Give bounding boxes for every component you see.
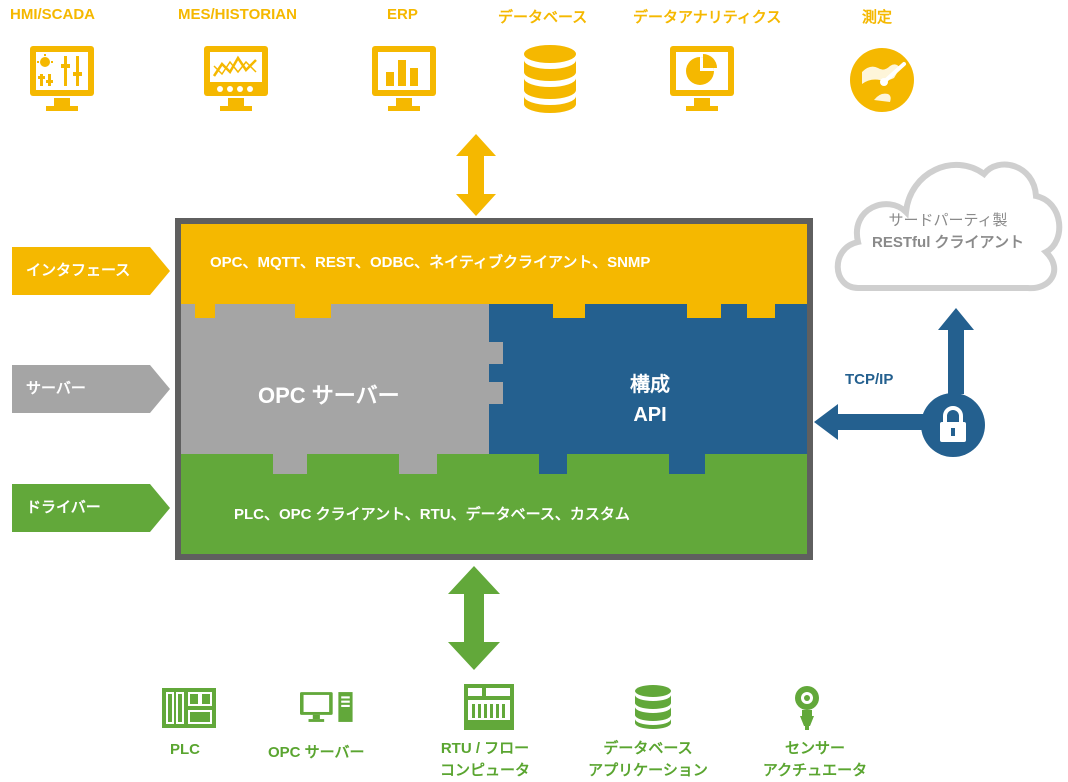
bottom-label-sensor: センサー アクチュエータ — [750, 738, 880, 782]
top-label-measurement: 測定 — [862, 9, 893, 26]
green-double-arrow-icon — [448, 566, 500, 670]
data-analytics-monitor-icon — [670, 46, 734, 111]
top-label-data-analytics: データアナリティクス — [633, 9, 782, 26]
cloud-client-text: サードパーティ製 RESTful クライアント — [858, 210, 1038, 254]
bottom-label-database-app: データベース アプリケーション — [578, 738, 718, 782]
config-api-title: 構成 API — [600, 370, 700, 430]
top-label-database: データベース — [498, 9, 588, 26]
plc-icon — [162, 688, 216, 728]
bottom-label-sensor-line1: センサー — [784, 740, 845, 757]
top-label-hmi-scada: HMI/SCADA — [10, 6, 95, 23]
opc-server-title: OPC サーバー — [258, 383, 400, 408]
bottom-label-rtu: RTU / フロー コンピュータ — [430, 738, 540, 782]
bottom-label-rtu-line1: RTU / フロー — [440, 740, 530, 757]
opc-server-computer-icon — [300, 692, 353, 722]
side-tag-server: サーバー — [12, 365, 172, 413]
top-label-mes-historian: MES/HISTORIAN — [178, 6, 297, 23]
bottom-label-sensor-line2: アクチュエータ — [762, 762, 868, 779]
architecture-puzzle-box — [175, 218, 813, 560]
cloud-line1: サードパーティ製 — [888, 212, 1008, 229]
erp-monitor-icon — [372, 46, 436, 111]
interface-band — [181, 224, 807, 318]
database-icon — [524, 45, 576, 113]
database-application-icon — [635, 685, 671, 729]
tcp-ip-label: TCP/IP — [845, 371, 894, 388]
side-tag-driver-label: ドライバー — [26, 499, 101, 516]
side-tag-server-label: サーバー — [26, 380, 86, 397]
driver-band — [181, 454, 807, 554]
driver-sources-text: PLC、OPC クライアント、RTU、データベース、カスタム — [234, 506, 630, 523]
hmi-scada-monitor-icon — [30, 46, 94, 111]
server-block — [181, 304, 503, 474]
bottom-label-opc-server: OPC サーバー — [268, 744, 365, 761]
side-tag-interface: インタフェース — [12, 247, 172, 295]
bottom-label-rtu-line2: コンピュータ — [439, 762, 530, 779]
cloud-line2: RESTful クライアント — [872, 234, 1024, 251]
top-label-erp: ERP — [387, 6, 418, 23]
bottom-label-database-app-line1: データベース — [603, 740, 693, 757]
side-tag-driver: ドライバー — [12, 484, 172, 532]
mes-historian-monitor-icon — [204, 46, 268, 111]
bottom-label-plc: PLC — [170, 741, 200, 758]
config-api-line2: API — [633, 404, 667, 426]
config-api-block — [489, 304, 807, 474]
blue-left-arrow-icon — [814, 404, 926, 440]
blue-up-arrow-icon — [938, 308, 974, 394]
yellow-double-arrow-icon — [456, 134, 496, 216]
sensor-actuator-icon — [795, 686, 819, 730]
measurement-globe-icon — [850, 48, 914, 112]
side-tag-interface-label: インタフェース — [26, 262, 131, 279]
bottom-label-database-app-line2: アプリケーション — [588, 762, 708, 779]
rtu-flow-computer-icon — [464, 684, 514, 730]
lock-icon — [921, 393, 985, 457]
cloud-icon — [834, 161, 1063, 292]
interface-protocols-text: OPC、MQTT、REST、ODBC、ネイティブクライアント、SNMP — [210, 254, 651, 271]
config-api-line1: 構成 — [630, 374, 670, 396]
